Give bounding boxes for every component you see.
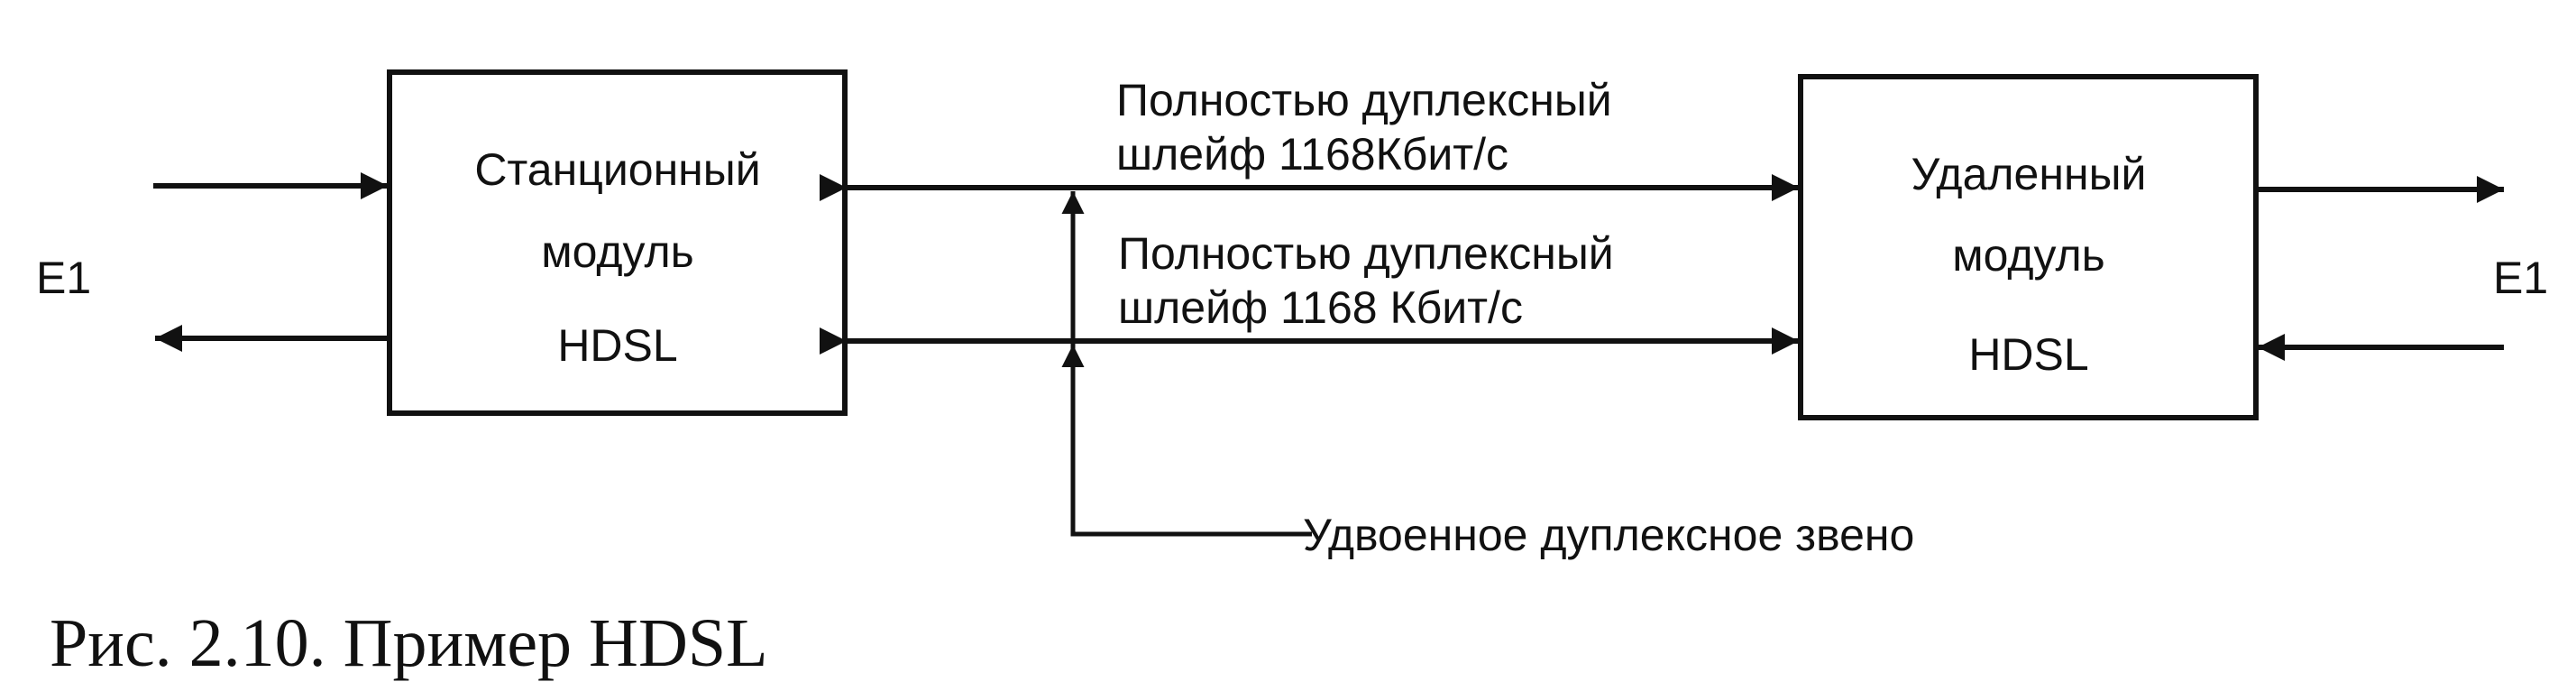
- remote-module-box: [1798, 74, 2259, 420]
- right-e1-label: E1: [2493, 253, 2548, 303]
- bottom-loop-label-line1: Полностью дуплексный: [1118, 228, 1614, 279]
- station-module-line1: Станционный: [474, 144, 760, 195]
- bottom-loop-label-line2: шлейф 1168 Кбит/с: [1118, 282, 1523, 333]
- remote-module: Удаленный модуль HDSL: [1798, 74, 2259, 420]
- station-module-box: [387, 69, 848, 416]
- figure-caption: Рис. 2.10. Пример HDSL: [50, 605, 768, 681]
- remote-module-line3: HDSL: [1968, 329, 2088, 380]
- station-module-line3: HDSL: [557, 320, 677, 371]
- doubled-link-label: Удвоенное дуплексное звено: [1303, 510, 1914, 560]
- top-loop-label-line2: шлейф 1168Кбит/с: [1116, 129, 1508, 180]
- station-module-line2: модуль: [541, 226, 693, 277]
- left-e1-label: E1: [36, 253, 91, 303]
- top-loop-label-line1: Полностью дуплексный: [1116, 75, 1612, 125]
- remote-module-line2: модуль: [1952, 230, 2104, 281]
- station-module: Станционный модуль HDSL: [387, 69, 848, 416]
- remote-module-line1: Удаленный: [1911, 149, 2147, 199]
- doubled-link-connector: [1070, 343, 1312, 537]
